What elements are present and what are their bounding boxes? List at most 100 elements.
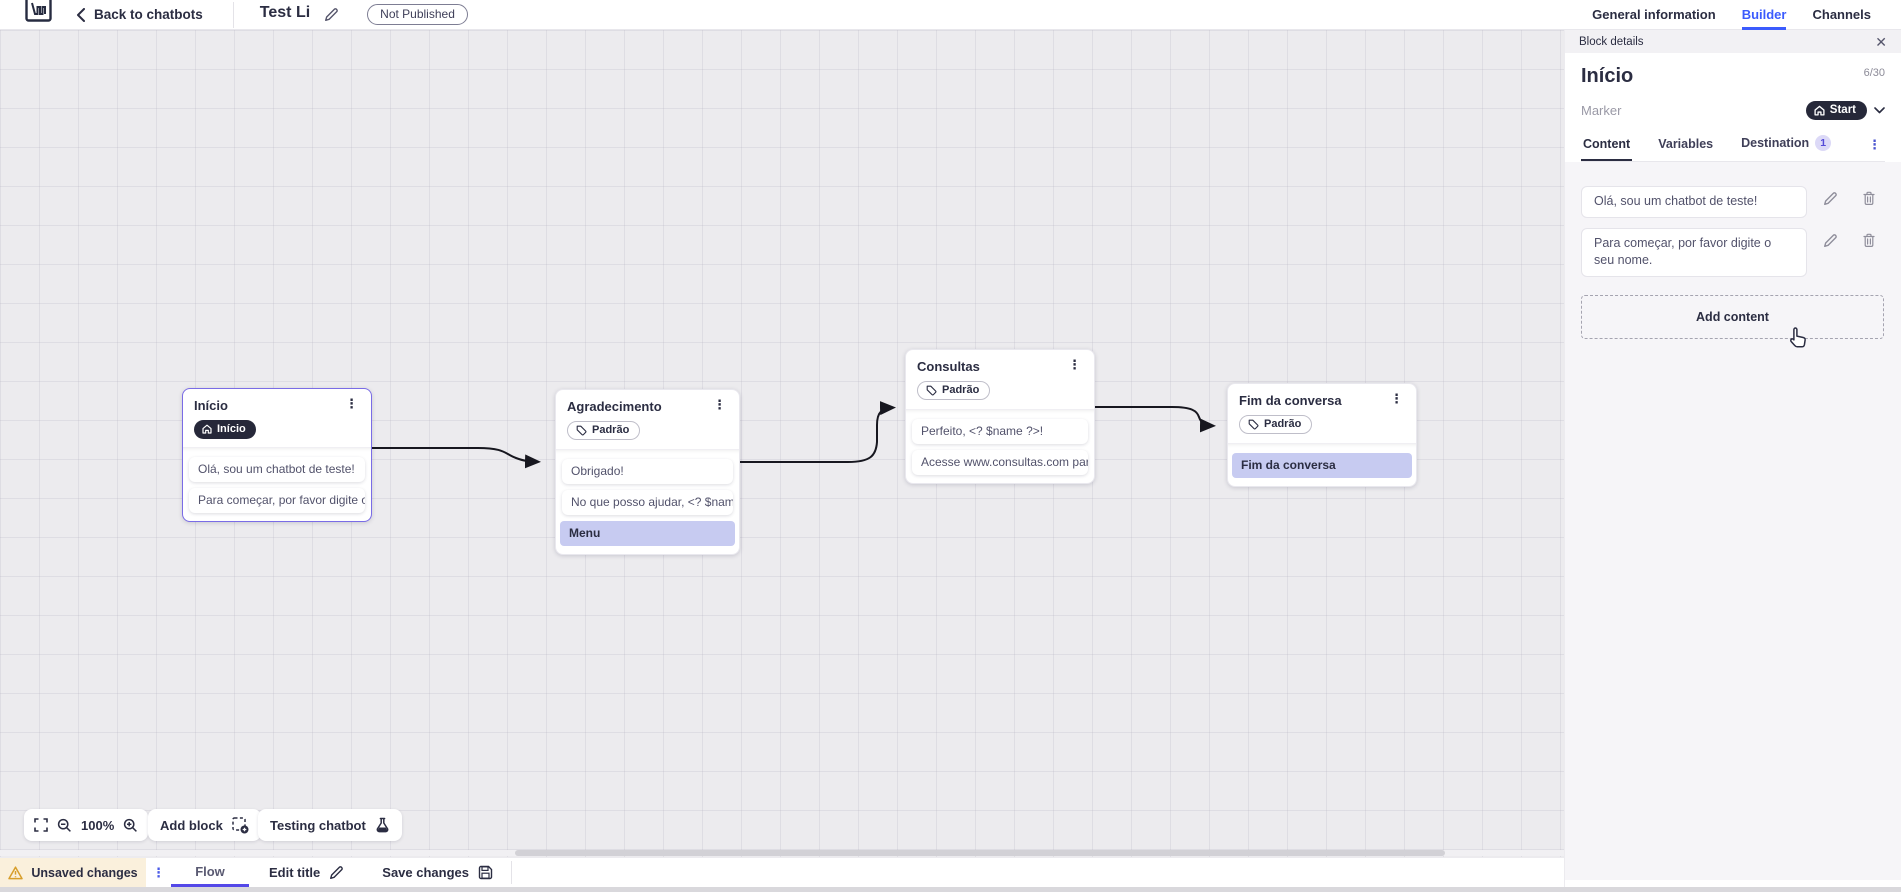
close-icon[interactable]: ✕	[1875, 33, 1887, 50]
tag-icon	[576, 425, 587, 435]
warning-icon	[8, 865, 24, 879]
unsaved-changes-indicator: Unsaved changes	[0, 858, 146, 887]
back-to-chatbots-button[interactable]: Back to chatbots	[76, 7, 203, 22]
block-details-panel: Block details ✕ Início 6/30 Marker Start	[1564, 30, 1901, 887]
badge-label: Início	[217, 423, 246, 435]
padrao-badge: Padrão	[917, 381, 991, 400]
tab-destination-label: Destination	[1741, 136, 1810, 150]
zoom-out-icon[interactable]	[57, 818, 72, 833]
tab-content[interactable]: Content	[1581, 137, 1633, 161]
block-title: Início	[194, 398, 228, 413]
fullscreen-icon[interactable]	[34, 818, 48, 832]
block-message-menu[interactable]: Menu	[560, 520, 735, 546]
save-icon	[478, 865, 493, 880]
block-title: Agradecimento	[567, 399, 662, 414]
tab-flow[interactable]: Flow	[171, 858, 249, 887]
block-name-field[interactable]: Início	[1581, 65, 1634, 87]
app-logo-icon	[25, 0, 52, 27]
flow-block-fim-da-conversa[interactable]: Fim da conversa ⋮ Padrão Fim da conversa	[1227, 383, 1417, 487]
flow-menu-icon[interactable]: ⋮	[152, 864, 165, 880]
bottom-bar-divider	[511, 861, 512, 884]
tab-variables[interactable]: Variables	[1656, 137, 1715, 161]
edit-title-label: Edit title	[269, 865, 321, 880]
canvas-zoom-controls: 100%	[24, 809, 149, 841]
flow-block-consultas[interactable]: Consultas ⋮ Padrão Perfeito, <? $name ?>…	[905, 349, 1095, 484]
flask-icon	[375, 817, 390, 833]
canvas-horizontal-scrollbar[interactable]	[0, 850, 1564, 856]
marker-start-dropdown[interactable]: Start	[1805, 101, 1867, 120]
panel-tabs: Content Variables Destination 1 ⋮	[1581, 135, 1885, 162]
add-block-label: Add block	[160, 817, 223, 833]
add-content-button[interactable]: Add content	[1581, 294, 1884, 339]
block-title: Fim da conversa	[1239, 393, 1342, 408]
content-text-card[interactable]: Olá, sou um chatbot de teste!	[1581, 186, 1807, 218]
edit-content-icon[interactable]	[1823, 233, 1838, 248]
tab-general-information[interactable]: General information	[1592, 6, 1716, 22]
content-item: Para começar, por favor digite o seu nom…	[1581, 227, 1885, 277]
add-block-icon	[232, 816, 249, 834]
block-message[interactable]: Obrigado!	[562, 458, 733, 484]
start-marker-badge: Início	[194, 420, 256, 439]
tab-channels[interactable]: Channels	[1812, 6, 1871, 22]
flow-tab-label: Flow	[195, 863, 225, 879]
padrao-badge: Padrão	[567, 421, 641, 440]
flow-block-inicio[interactable]: Início ⋮ Início Olá, sou um chatbot de t…	[182, 388, 372, 522]
mouse-cursor-icon	[1787, 326, 1809, 357]
block-menu-icon[interactable]: ⋮	[345, 396, 358, 411]
block-message[interactable]: Acesse www.consultas.com par...	[912, 449, 1088, 475]
chevron-left-icon	[77, 7, 85, 22]
header-tabs: General information Builder Channels	[1592, 0, 1901, 30]
content-tab-body: Olá, sou um chatbot de teste! Para começ…	[1565, 162, 1901, 880]
chatbot-title: Test Li	[259, 4, 311, 21]
delete-content-icon[interactable]	[1862, 191, 1876, 206]
chevron-down-icon[interactable]	[1874, 107, 1885, 114]
badge-label: Padrão	[1264, 418, 1302, 430]
zoom-level: 100%	[81, 817, 115, 833]
panel-tabs-menu-icon[interactable]: ⋮	[1868, 137, 1881, 152]
edit-title-icon[interactable]	[324, 7, 339, 22]
zoom-in-icon[interactable]	[123, 818, 138, 833]
bottom-bar: Unsaved changes ⋮ Flow Edit title Save c…	[0, 857, 1564, 887]
block-message[interactable]: No que posso ajudar, <? $name ...	[562, 489, 733, 515]
badge-label: Padrão	[592, 424, 630, 436]
tag-icon	[926, 385, 937, 395]
back-label: Back to chatbots	[94, 7, 203, 22]
tag-icon	[1248, 419, 1259, 429]
save-changes-button[interactable]: Save changes	[382, 858, 493, 887]
block-message-end[interactable]: Fim da conversa	[1232, 452, 1412, 478]
pencil-icon	[330, 866, 344, 879]
block-title: Consultas	[917, 359, 980, 374]
block-menu-icon[interactable]: ⋮	[713, 397, 726, 412]
marker-label: Marker	[1581, 103, 1622, 118]
unsaved-changes-label: Unsaved changes	[31, 865, 138, 880]
tab-builder[interactable]: Builder	[1741, 0, 1787, 30]
testing-chatbot-button[interactable]: Testing chatbot	[258, 809, 402, 841]
scrollbar-thumb[interactable]	[515, 850, 1445, 856]
block-message[interactable]: Perfeito, <? $name ?>!	[912, 418, 1088, 444]
edit-title-button[interactable]: Edit title	[269, 858, 344, 887]
content-text-card[interactable]: Para começar, por favor digite o seu nom…	[1581, 227, 1807, 277]
header-divider	[232, 1, 234, 28]
flow-canvas[interactable]: Início ⋮ Início Olá, sou um chatbot de t…	[0, 30, 1564, 857]
home-icon	[1814, 105, 1825, 116]
status-badge: Not Published	[367, 4, 468, 25]
save-changes-label: Save changes	[382, 865, 469, 880]
top-header: Back to chatbots Test Li Not Published G…	[0, 0, 1901, 30]
panel-header-label: Block details	[1579, 35, 1644, 48]
window-edge-strip	[0, 887, 1901, 892]
block-message[interactable]: Para começar, por favor digite o ...	[189, 488, 365, 513]
block-menu-icon[interactable]: ⋮	[1068, 357, 1081, 372]
add-block-button[interactable]: Add block	[148, 809, 261, 841]
tab-destination[interactable]: Destination 1	[1739, 135, 1833, 161]
edit-content-icon[interactable]	[1823, 191, 1838, 206]
flow-block-agradecimento[interactable]: Agradecimento ⋮ Padrão Obrigado! No que …	[555, 389, 740, 555]
block-menu-icon[interactable]: ⋮	[1390, 391, 1403, 406]
testing-chatbot-label: Testing chatbot	[270, 817, 366, 833]
panel-header: Block details ✕	[1565, 30, 1901, 53]
tab-content-label: Content	[1583, 137, 1631, 151]
delete-content-icon[interactable]	[1862, 233, 1876, 248]
char-counter: 6/30	[1863, 67, 1885, 79]
panel-bottom-strip	[1565, 880, 1901, 887]
block-message[interactable]: Olá, sou um chatbot de teste!	[189, 457, 365, 482]
